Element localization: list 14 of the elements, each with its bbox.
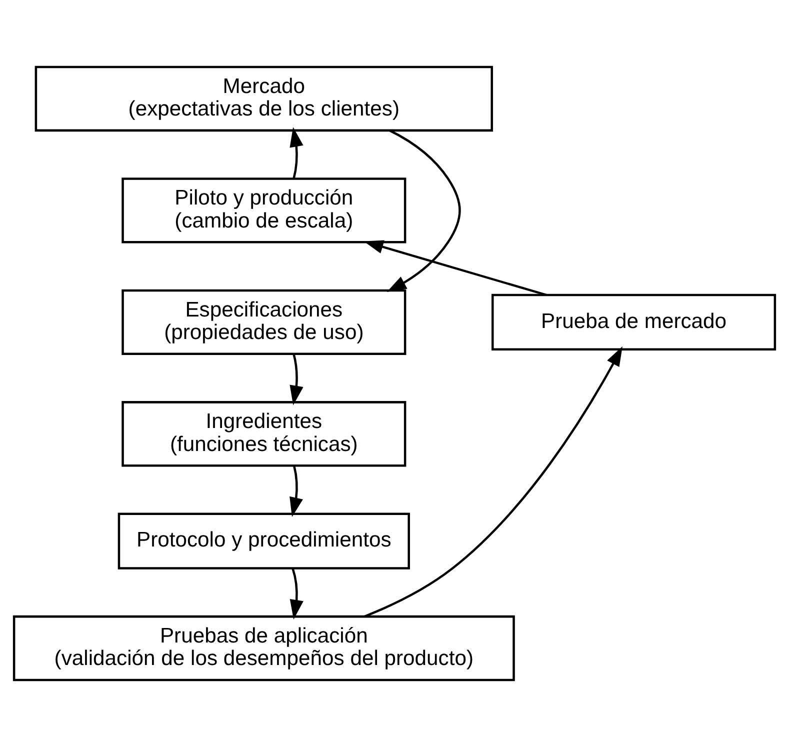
arrow	[290, 127, 304, 179]
arrow	[290, 466, 303, 517]
node-box: Ingredientes (funciones técnicas)	[122, 401, 406, 467]
arrow	[290, 354, 304, 406]
arrow	[364, 346, 622, 618]
node-box: Protocolo y procedimientos	[118, 512, 410, 570]
node-box: Pruebas de aplicación (validación de los desempeños del producto)	[12, 615, 515, 682]
node-box: Mercado (expectativas de los clientes)	[34, 66, 493, 132]
node-box: Prueba de mercado	[492, 294, 776, 350]
node-box: Especificaciones (propiedades de uso)	[122, 289, 406, 355]
arrow	[386, 130, 461, 292]
arrow	[364, 240, 547, 296]
arrow	[290, 568, 304, 620]
node-box: Piloto y producción (cambio de escala)	[122, 178, 406, 244]
